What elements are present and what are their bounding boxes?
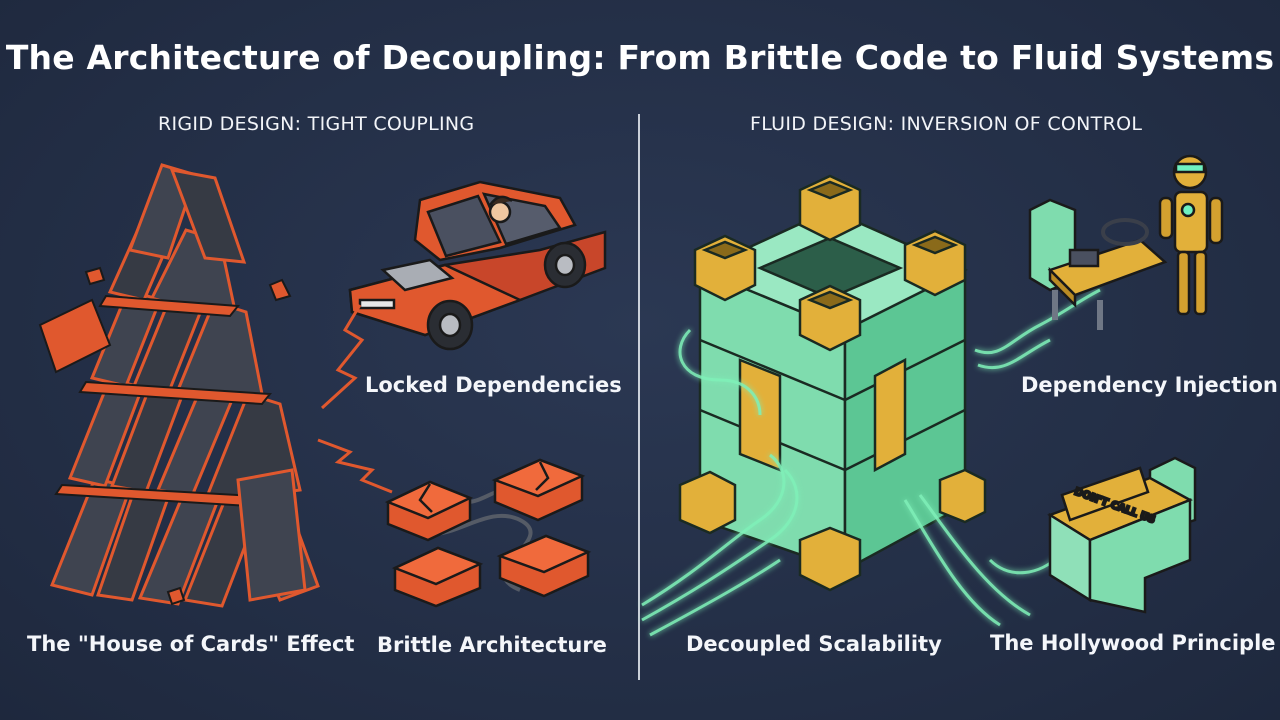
locked-car-illustration <box>348 180 607 351</box>
crack-line-upper <box>320 304 365 410</box>
fluid-design-heading: FLUID DESIGN: INVERSION OF CONTROL <box>750 113 1143 135</box>
center-divider <box>638 114 640 680</box>
label-brittle-architecture: Brittle Architecture <box>377 633 607 657</box>
rigid-design-heading: RIGID DESIGN: TIGHT COUPLING <box>158 113 475 135</box>
modular-tower-illustration <box>678 174 987 592</box>
crack-line-lower <box>317 438 393 494</box>
label-decoupled-scalability: Decoupled Scalability <box>686 632 942 656</box>
robot-console-illustration <box>1028 154 1224 330</box>
label-house-of-cards: The "House of Cards" Effect <box>27 632 355 656</box>
hollywood-desk-illustration: DON'T CALL US <box>1047 456 1197 614</box>
label-dependency-injection: Dependency Injection <box>1021 373 1278 397</box>
page-title: The Architecture of Decoupling: From Bri… <box>5 38 1275 77</box>
house-of-cards-illustration <box>38 163 320 608</box>
brittle-bricks-illustration <box>384 458 592 608</box>
label-locked-dependencies: Locked Dependencies <box>365 373 622 397</box>
label-hollywood-principle: The Hollywood Principle <box>990 631 1276 655</box>
